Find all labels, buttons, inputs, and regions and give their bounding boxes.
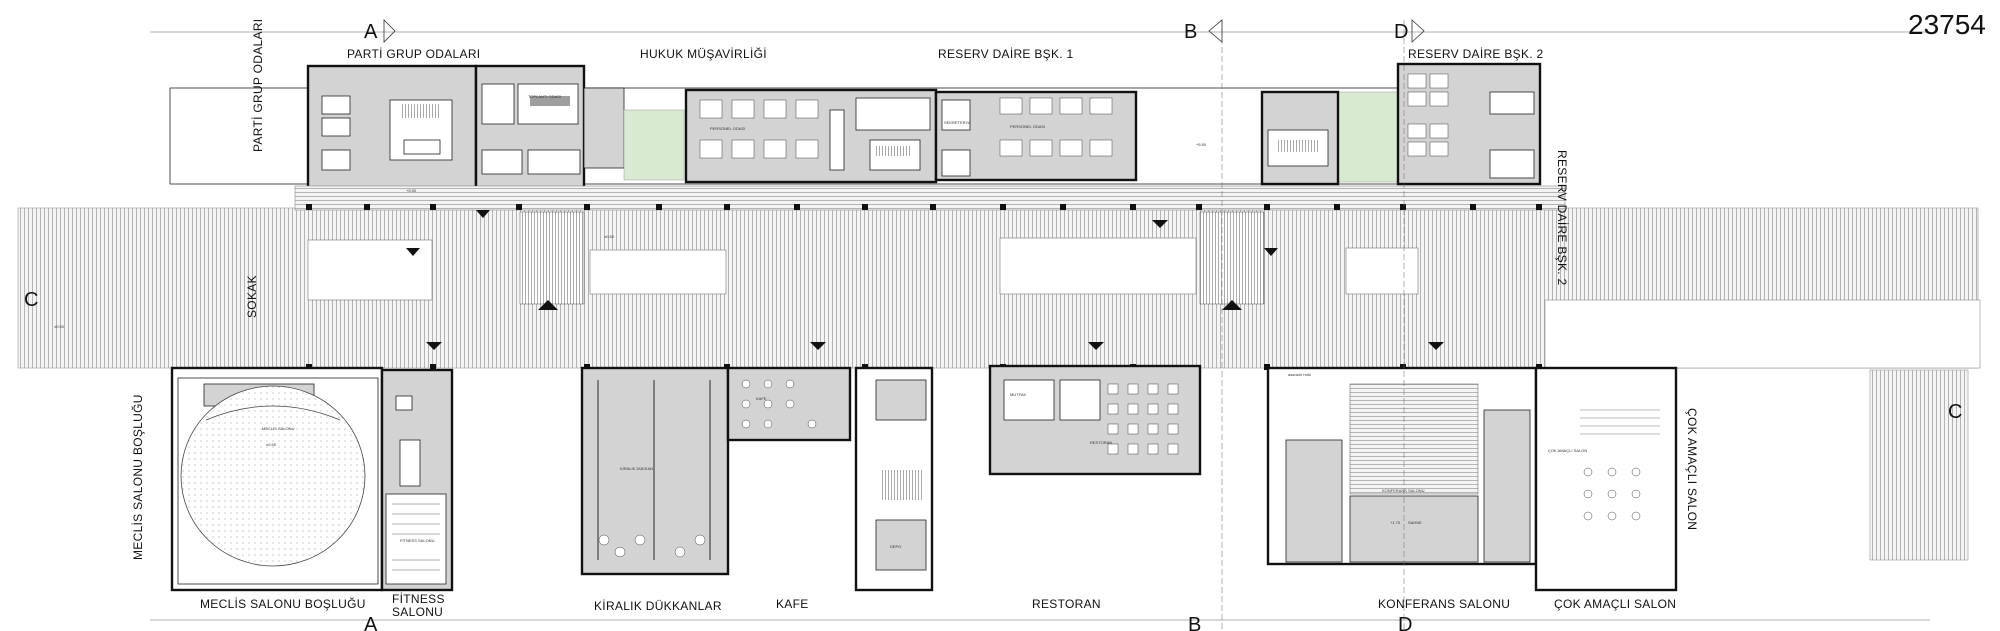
room-sekreter: SEKRETERYA	[944, 120, 971, 125]
label-cok-amacli-vertical: ÇOK AMAÇLI SALON	[1685, 408, 1699, 530]
marker-d-bottom-label: D	[1398, 614, 1412, 631]
label-hukuk: HUKUK MÜŞAVİRLİĞİ	[640, 46, 767, 61]
room-sahne-level: +1.70	[1390, 520, 1401, 525]
room-asansor: asansör holü	[1288, 372, 1311, 377]
room-meclis-level: ±0.50	[266, 442, 277, 447]
room-sahne: SAHNE	[1408, 520, 1422, 525]
room-konferans: KONFERANS SALONU	[1382, 488, 1425, 493]
level-mark-upper-2: +5.50	[406, 188, 417, 193]
room-personel-2: PERSONEL ODASI	[1010, 124, 1045, 129]
marker-b-bottom-label: B	[1188, 614, 1201, 631]
room-kafe: KAFE	[756, 396, 767, 401]
label-cok-amacli: ÇOK AMAÇLI SALON	[1554, 597, 1676, 611]
label-fitness-1: FİTNESS	[392, 592, 445, 606]
label-reserv-2: RESERV DAİRE BŞK. 2	[1408, 47, 1544, 61]
section-marker-d-top: D	[1394, 19, 1425, 43]
label-reserv-1: RESERV DAİRE BŞK. 1	[938, 47, 1074, 61]
marker-a-bottom-label: A	[364, 614, 378, 631]
label-kiralik: KİRALIK DÜKKANLAR	[594, 599, 722, 613]
label-parti-grup-vertical: PARTİ GRUP ODALARI	[251, 19, 265, 152]
main-circulation-band	[17, 185, 1981, 369]
section-marker-c-right: C	[1948, 401, 1962, 423]
marker-c-left-label: C	[24, 289, 38, 311]
label-restoran: RESTORAN	[1032, 597, 1101, 611]
section-marker-a-top: A	[364, 19, 396, 43]
top-dimension-line	[150, 31, 1930, 621]
lower-building-block	[170, 364, 1969, 592]
label-meclis-vertical: MECLİS SALONU BOŞLUĞU	[130, 394, 145, 560]
section-marker-c-left: C	[24, 289, 38, 311]
label-meclis-bottom: MECLİS SALONU BOŞLUĞU	[200, 596, 366, 611]
section-marker-b-bottom: B	[1188, 614, 1201, 631]
entrance-markers	[406, 210, 1444, 350]
section-marker-d-bottom: D	[1398, 614, 1412, 631]
room-kiralik-dukkan: KİRALIK DÜKKAN	[620, 466, 653, 471]
room-toplanti: TOPLANTI ODASI	[528, 94, 561, 99]
section-marker-a-bottom: A	[364, 614, 378, 631]
section-cut-lines	[1221, 20, 1405, 631]
level-mark-west: ±0.50	[54, 324, 65, 329]
marker-b-label: B	[1184, 21, 1197, 43]
marker-a-label: A	[364, 21, 378, 43]
marker-c-right-label: C	[1948, 401, 1962, 423]
label-konferans: KONFERANS SALONU	[1378, 597, 1510, 611]
marker-d-label: D	[1394, 21, 1408, 43]
level-mark-upper: +5.50	[1196, 142, 1207, 147]
room-meclis-salonu: MECLİS SALONU	[262, 426, 295, 431]
sheet-number: 23754	[1908, 9, 1986, 40]
label-reserv-2-vertical: RESERV DAİRE BŞK. 2	[1555, 150, 1569, 286]
level-mark-center: ±0.50	[604, 234, 615, 239]
room-fitness: FİTNESS SALONU	[400, 538, 435, 543]
room-cok-amacli: ÇOK AMAÇLI SALON	[1548, 448, 1587, 453]
room-mutfak: MUTFAK	[1010, 392, 1027, 397]
room-personel: PERSONEL ODASI	[710, 126, 745, 131]
section-marker-b-top: B	[1184, 19, 1223, 43]
label-fitness-2: SALONU	[392, 605, 443, 619]
label-kafe: KAFE	[776, 597, 809, 611]
upper-office-block	[169, 62, 1542, 192]
room-restoran: RESTORAN	[1090, 440, 1112, 445]
label-parti-grup: PARTİ GRUP ODALARI	[347, 47, 480, 61]
label-sokak: SOKAK	[245, 275, 259, 318]
room-depo: DEPO	[890, 544, 901, 549]
